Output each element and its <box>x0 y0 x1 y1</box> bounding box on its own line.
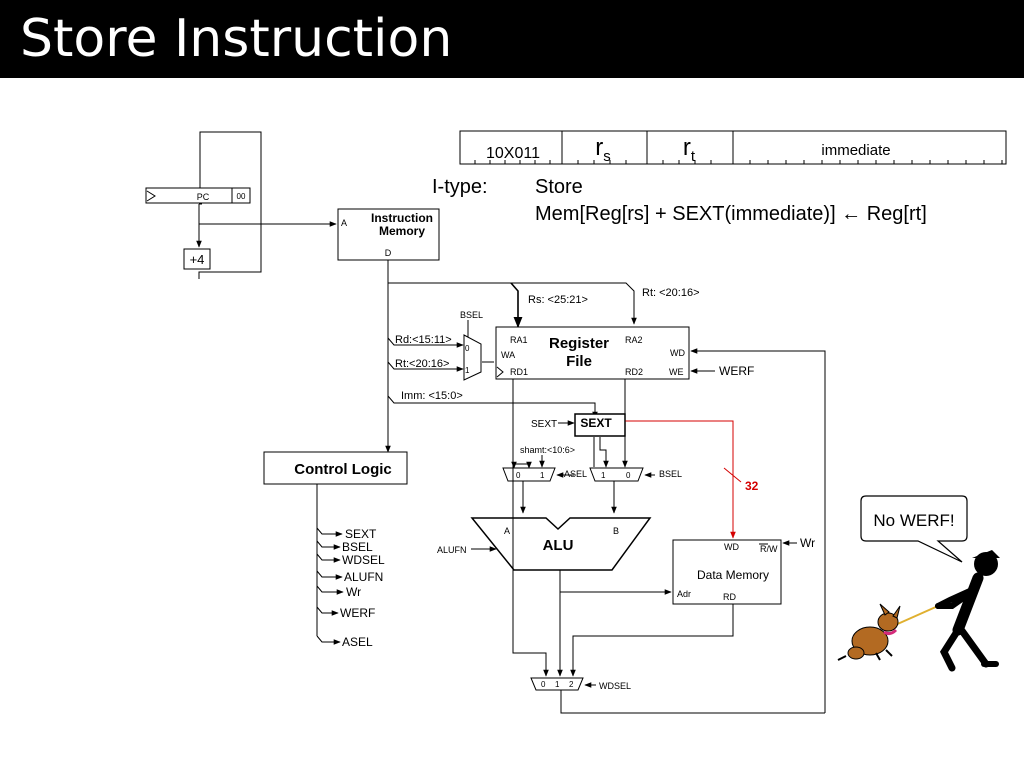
register-file <box>495 326 690 380</box>
speech-bubble-text: No WERF! <box>873 511 954 530</box>
b-mux <box>589 467 644 482</box>
dmem-title: Data Memory <box>697 568 769 582</box>
wd-mux-0: 0 <box>541 680 546 689</box>
memory-wires <box>512 464 825 714</box>
data-memory <box>672 539 782 605</box>
sext-signal-label: SEXT <box>531 419 557 430</box>
stick-figure-illustration <box>837 550 1000 672</box>
b-mux-1: 1 <box>601 471 606 480</box>
page-title: Store Instruction <box>20 9 453 69</box>
dog <box>837 603 901 661</box>
wa-mux-1: 1 <box>465 366 470 375</box>
regfile-title-2: File <box>566 353 592 370</box>
pc-increment-label: +4 <box>190 252 205 267</box>
rs-sub: s <box>603 148 611 165</box>
regfile-rd1: RD1 <box>510 367 528 377</box>
a-mux-0: 0 <box>516 471 521 480</box>
rs-main: r <box>595 134 603 161</box>
field-rs: Rs: <25:21> <box>528 294 588 306</box>
werf-label: WERF <box>719 364 754 378</box>
control-out-alufn: ALUFN <box>344 570 383 584</box>
alufn-label: ALUFN <box>437 545 467 555</box>
speech-bubble <box>860 495 968 563</box>
control-out-bsel: BSEL <box>342 540 373 554</box>
store-data-path <box>625 420 742 539</box>
control-out-wr: Wr <box>346 585 361 599</box>
a-mux <box>502 467 556 482</box>
wr-label: Wr <box>800 536 815 550</box>
rt-field: rt <box>683 134 696 165</box>
pc-register <box>145 187 251 204</box>
control-out-asel: ASEL <box>342 635 373 649</box>
immediate-field: immediate <box>821 142 890 159</box>
wd-mux <box>530 677 584 691</box>
wd-mux-2: 2 <box>569 680 574 689</box>
control-out-werf: WERF <box>340 606 375 620</box>
alu-input-a: A <box>504 526 510 536</box>
itype-label: I-type: <box>432 176 488 198</box>
title-bar: Store Instruction <box>0 0 1024 78</box>
bsel-top-label: BSEL <box>460 310 483 320</box>
regfile-rd2: RD2 <box>625 367 643 377</box>
regfile-wd: WD <box>670 348 685 358</box>
regfile-wa: WA <box>501 350 515 360</box>
a-mux-1: 1 <box>540 471 545 480</box>
alu <box>470 517 652 571</box>
rt-sub: t <box>691 148 696 165</box>
wdsel-label: WDSEL <box>599 681 631 691</box>
b-mux-0: 0 <box>626 471 631 480</box>
regfile-title-1: Register <box>549 335 609 352</box>
bus-width-label: 32 <box>745 479 759 493</box>
dmem-rd: RD <box>723 592 736 602</box>
clock-icon <box>146 190 156 202</box>
alu-operand-wires <box>511 379 628 514</box>
field-rt-mux: Rt:<20:16> <box>395 358 449 370</box>
control-logic <box>263 451 408 485</box>
dmem-wd: WD <box>724 542 739 552</box>
dmem-rw: R/W <box>760 544 778 554</box>
control-logic-title: Control Logic <box>294 461 392 478</box>
stick-figure <box>935 550 1000 672</box>
pc-loop-wires <box>196 131 337 279</box>
bsel-label: BSEL <box>659 469 682 479</box>
control-output-wires <box>316 484 344 645</box>
regfile-clock-icon <box>496 366 504 378</box>
imem-title-1: Instruction <box>371 211 433 225</box>
alu-label: ALU <box>543 537 574 554</box>
instruction-format <box>459 130 1007 165</box>
instruction-field-wires <box>385 260 637 453</box>
imem-port-a: A <box>341 218 347 228</box>
regfile-control-wires <box>690 348 826 713</box>
pc-suffix: 00 <box>237 192 246 201</box>
asel-label: ASEL <box>564 469 587 479</box>
dmem-adr: Adr <box>677 589 691 599</box>
imem-title-2: Memory <box>379 224 425 238</box>
alu-input-b: B <box>613 526 619 536</box>
pc-increment <box>183 248 211 270</box>
control-out-sext: SEXT <box>345 527 377 541</box>
control-out-wdsel: WDSEL <box>342 553 385 567</box>
rt-main: r <box>683 134 691 161</box>
opcode-field: 10X011 <box>486 145 540 162</box>
field-rt-top: Rt: <20:16> <box>642 287 700 299</box>
shamt-label: shamt:<10:6> <box>520 445 575 455</box>
pc-label: PC <box>197 192 210 202</box>
regfile-ra1: RA1 <box>510 335 528 345</box>
regfile-we: WE <box>669 367 684 377</box>
field-imm: Imm: <15:0> <box>401 390 463 402</box>
sext-box-label: SEXT <box>580 416 612 430</box>
itype-operation: Mem[Reg[rs] + SEXT(immediate)] ← Reg[rt] <box>535 203 927 225</box>
regfile-ra2: RA2 <box>625 335 643 345</box>
field-rd: Rd:<15:11> <box>395 334 452 346</box>
itype-name: Store <box>535 176 583 198</box>
wd-mux-1: 1 <box>555 680 560 689</box>
wa-mux-0: 0 <box>465 344 470 353</box>
rs-field: rs <box>595 134 611 165</box>
imem-port-d: D <box>385 248 392 258</box>
leash <box>892 605 939 627</box>
wa-mux <box>463 334 482 381</box>
